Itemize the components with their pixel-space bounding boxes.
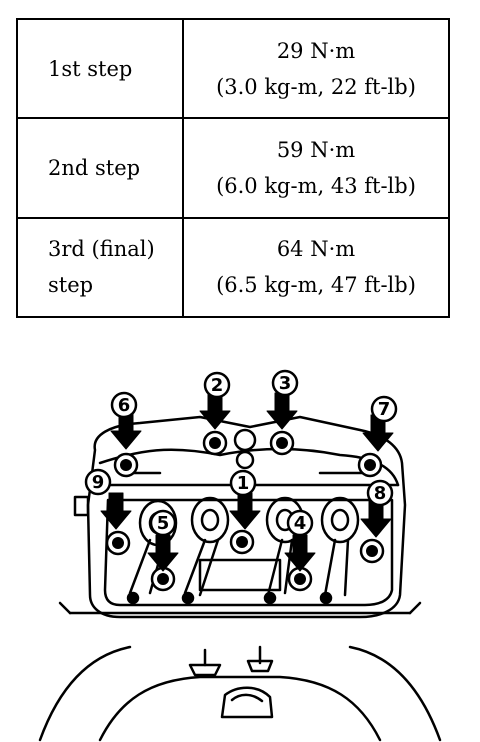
bolt-1: 1: [228, 469, 262, 555]
bolt-5: 5: [146, 509, 180, 592]
torque-value-cell: 64 N·m (6.5 kg-m, 47 ft-lb): [182, 216, 450, 319]
bolt-number: 4: [294, 513, 307, 534]
step-cell: 1st step: [16, 17, 184, 120]
bolt-4: 4: [283, 509, 317, 592]
bolt-6: 6: [109, 391, 143, 478]
bolt-number: 6: [118, 395, 131, 416]
torque-value: 64 N·m: [276, 237, 356, 262]
torque-value-cell: 59 N·m (6.0 kg-m, 43 ft-lb): [182, 117, 450, 219]
bolt-2: 2: [198, 371, 232, 456]
step-label: 1st step: [48, 56, 133, 81]
bolt-number: 9: [92, 472, 105, 493]
bolt-number: 8: [374, 483, 387, 504]
torque-value: 29 N·m: [276, 38, 356, 63]
torque-table: 1st step 29 N·m (3.0 kg-m, 22 ft-lb) 2nd…: [16, 17, 450, 319]
step-label: 2nd step: [48, 155, 141, 180]
step-label-continued: step: [48, 273, 94, 298]
bolt-number: 3: [279, 373, 292, 394]
cylinder-head-diagram: 6 2 3 7 9 1 8 5 4: [38, 369, 442, 742]
bolt-number: 2: [211, 375, 224, 396]
bolt-number: 5: [157, 513, 170, 534]
frame-outline: [38, 601, 442, 742]
table-row: 2nd step 59 N·m (6.0 kg-m, 43 ft-lb): [16, 117, 450, 219]
bolt-8: 8: [359, 479, 394, 564]
step-cell: 3rd (final) step: [16, 216, 184, 319]
bolt-number: 7: [378, 399, 391, 420]
table-row: 1st step 29 N·m (3.0 kg-m, 22 ft-lb): [16, 17, 450, 120]
torque-value-alt: (3.0 kg-m, 22 ft-lb): [216, 74, 416, 99]
bolt-7: 7: [357, 395, 398, 478]
torque-value-cell: 29 N·m (3.0 kg-m, 22 ft-lb): [182, 17, 450, 120]
step-cell: 2nd step: [16, 117, 184, 219]
torque-value: 59 N·m: [276, 137, 356, 162]
bolt-3: 3: [265, 369, 299, 456]
torque-value-alt: (6.5 kg-m, 47 ft-lb): [216, 273, 416, 298]
torque-value-alt: (6.0 kg-m, 43 ft-lb): [216, 173, 416, 198]
bolt-number: 1: [237, 473, 250, 494]
bolt-9: 9: [84, 468, 133, 556]
step-label: 3rd (final): [48, 237, 155, 262]
table-row: 3rd (final) step 64 N·m (6.5 kg-m, 47 ft…: [16, 216, 450, 319]
